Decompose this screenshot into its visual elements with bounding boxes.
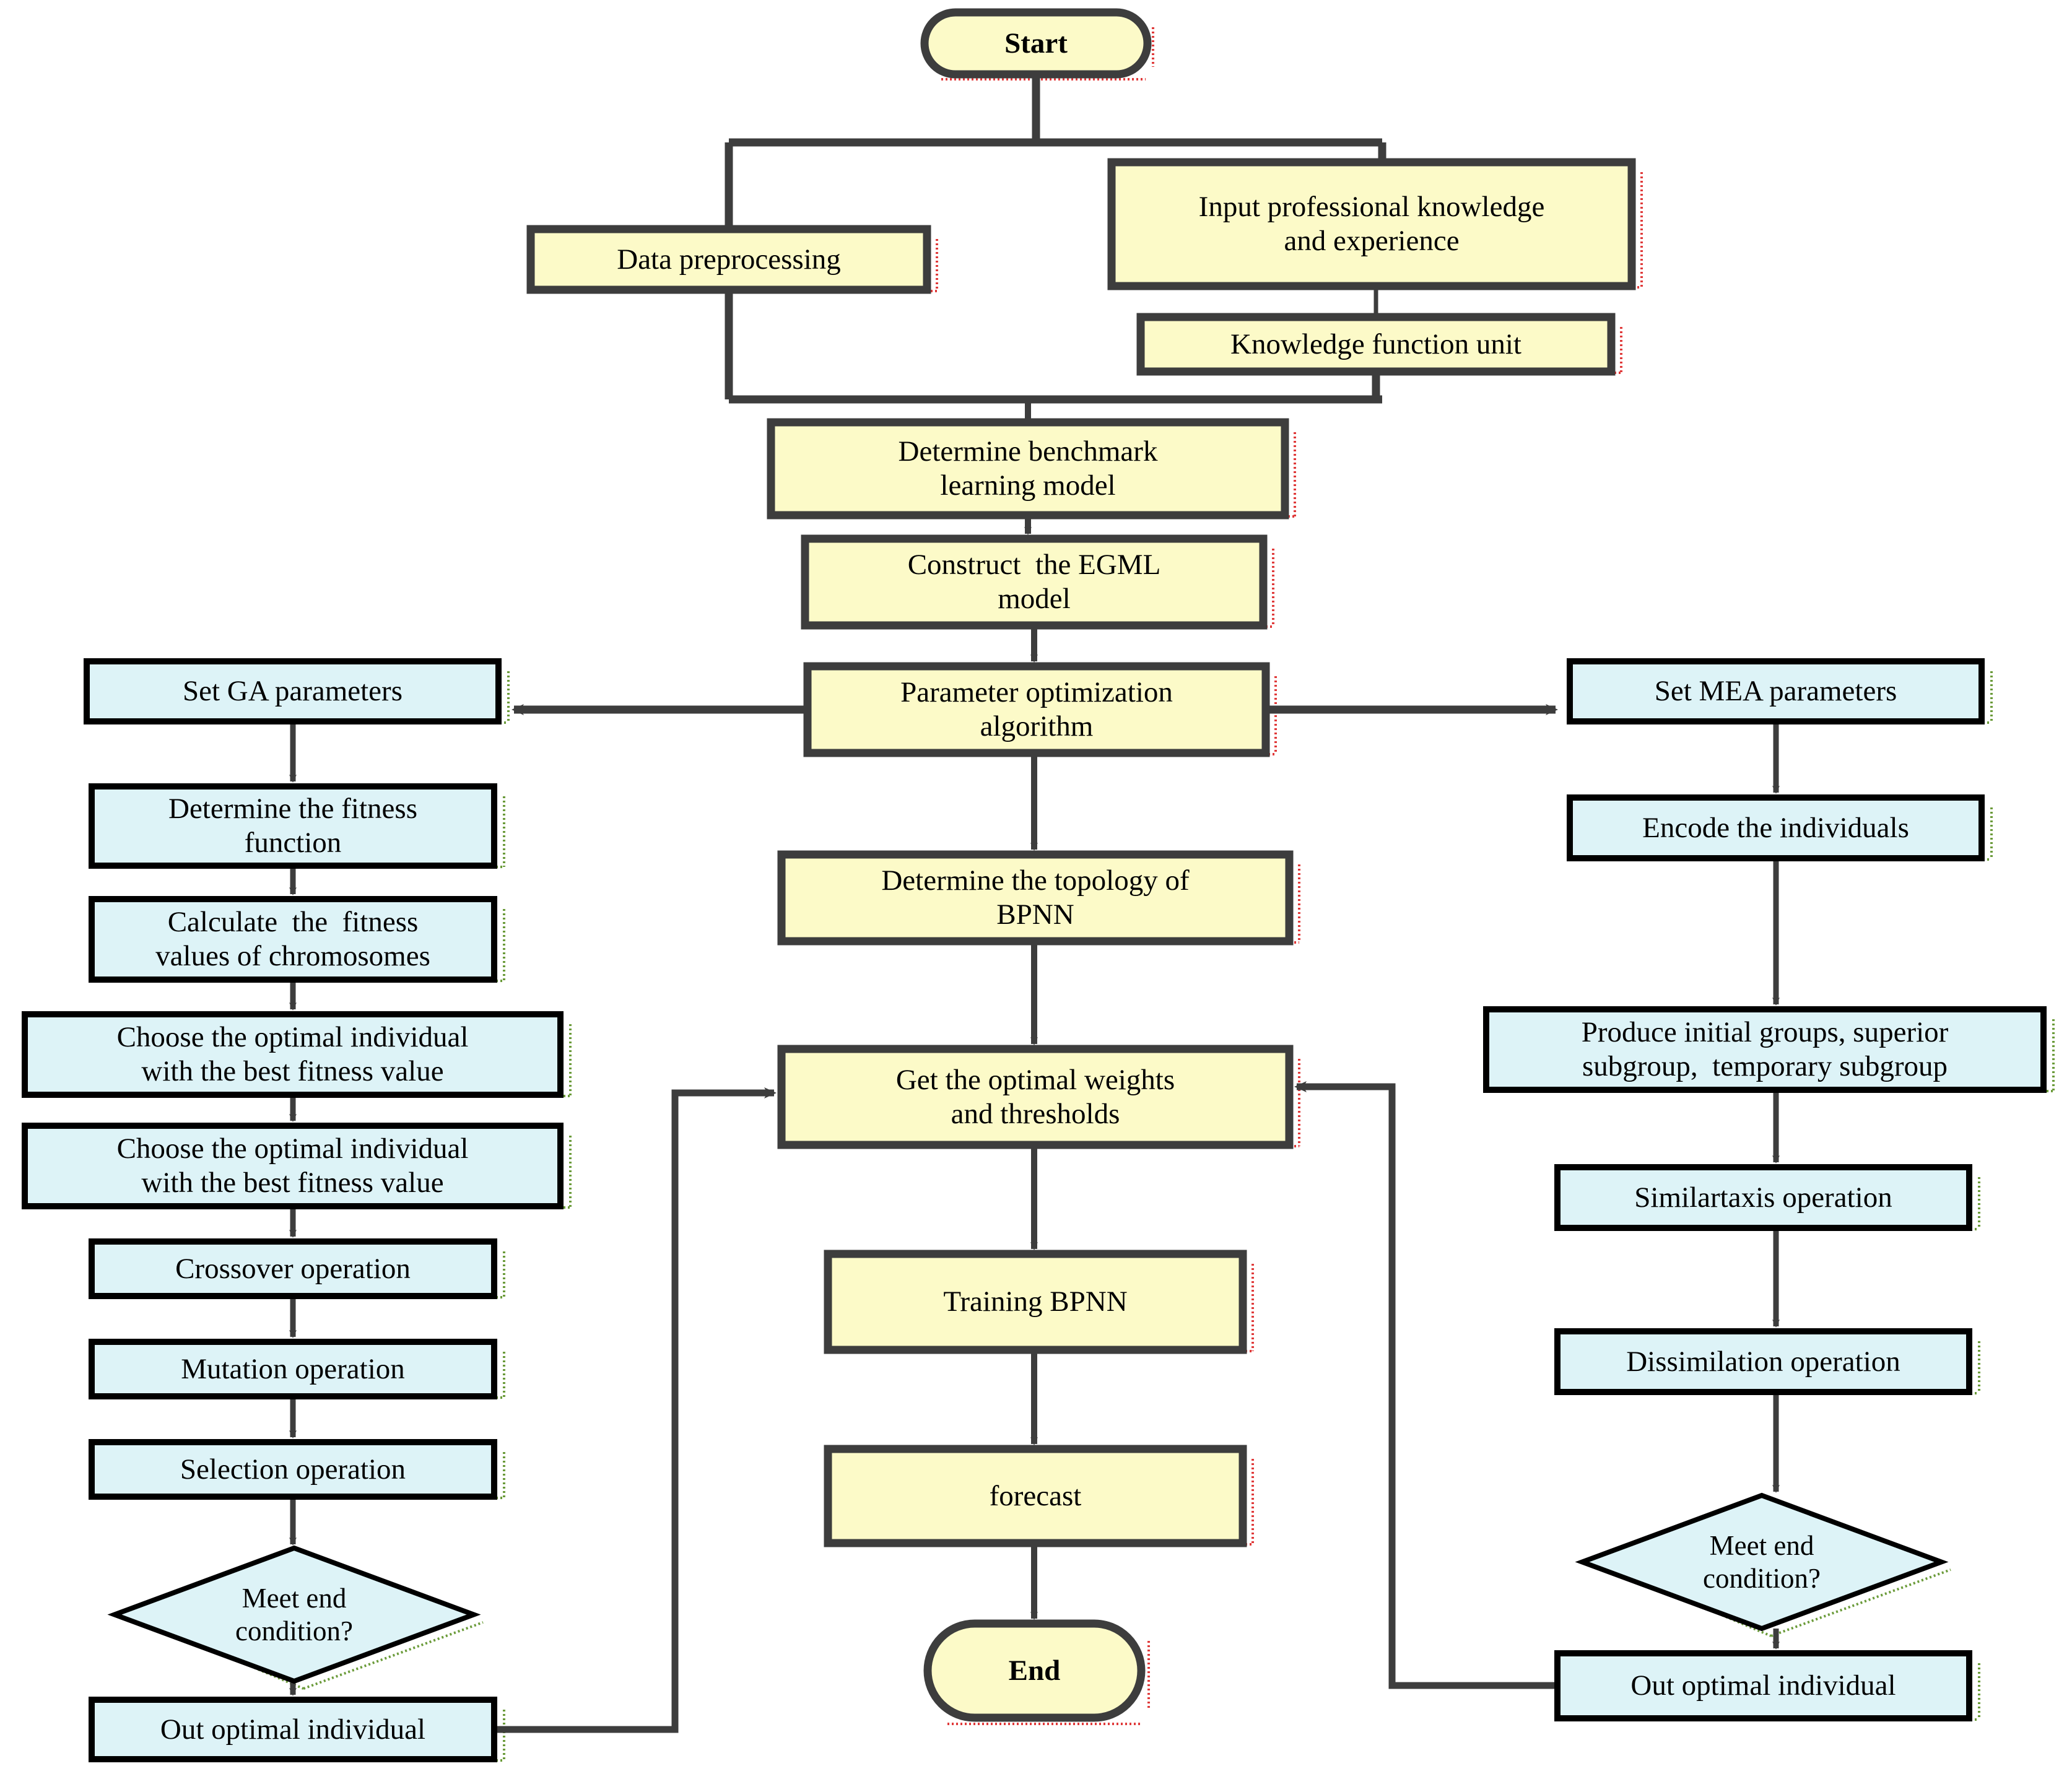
node-know_unit[interactable] (1136, 313, 1616, 376)
node-mea_simil[interactable] (1554, 1164, 1972, 1231)
node-end[interactable] (923, 1619, 1146, 1722)
node-get_weights[interactable] (777, 1045, 1294, 1149)
node-construct[interactable] (801, 534, 1268, 630)
node-ga_decide[interactable] (107, 1545, 481, 1684)
node-det_topo[interactable] (777, 850, 1294, 946)
node-mea_encode[interactable] (1567, 794, 1985, 861)
node-ga_set[interactable] (84, 658, 502, 724)
node-ga_choose2[interactable] (22, 1123, 564, 1209)
node-ga_select[interactable] (89, 1439, 497, 1500)
connector-lines (289, 74, 1780, 1733)
flowchart-shapes (22, 8, 2047, 1762)
node-ga_out[interactable] (89, 1697, 497, 1762)
node-param_opt[interactable] (803, 662, 1270, 757)
node-det_bench[interactable] (767, 418, 1289, 520)
node-ga_mutate[interactable] (89, 1339, 497, 1399)
node-ga_calcfit[interactable] (89, 896, 497, 983)
node-mea_out[interactable] (1554, 1650, 1972, 1721)
node-mea_produce[interactable] (1483, 1006, 2047, 1093)
node-train_bpnn[interactable] (824, 1250, 1247, 1354)
node-mea_set[interactable] (1567, 658, 1985, 724)
node-ga_cross[interactable] (89, 1238, 497, 1299)
node-ga_fitfunc[interactable] (89, 783, 497, 869)
node-input_know[interactable] (1107, 158, 1636, 290)
node-mea_decide[interactable] (1575, 1492, 1949, 1632)
node-ga_choose1[interactable] (22, 1011, 564, 1098)
node-data_prep[interactable] (526, 225, 931, 294)
node-mea_dissim[interactable] (1554, 1328, 1972, 1395)
node-start[interactable] (920, 8, 1152, 79)
node-forecast[interactable] (824, 1445, 1247, 1547)
